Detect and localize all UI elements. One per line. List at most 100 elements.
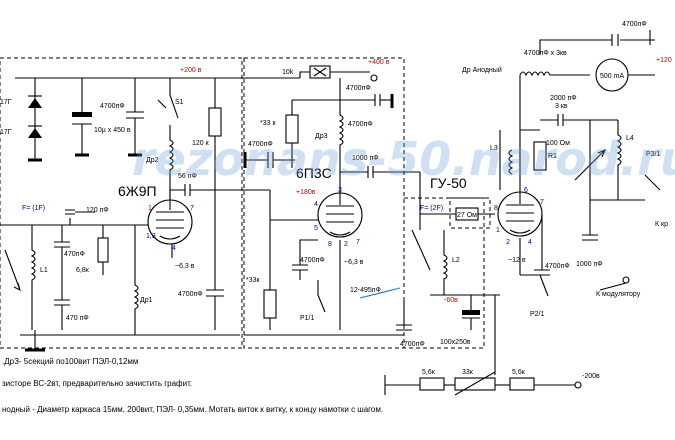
pin-t2-4: 4 xyxy=(314,201,318,208)
choke-stage2 xyxy=(338,100,344,195)
kmod-label: К модулятору xyxy=(596,291,641,298)
choke-dr1 xyxy=(133,225,139,335)
diode2-label: 17Г xyxy=(0,129,12,136)
coil-l1 xyxy=(30,225,36,330)
l4-label: L4 xyxy=(626,135,634,142)
c56-label: 56 пФ xyxy=(178,173,197,180)
pin-t3-4: 4 xyxy=(528,239,532,246)
r27-label: 27 Ом xyxy=(457,212,477,219)
cap-470-a xyxy=(54,225,70,270)
relay-p31 xyxy=(644,174,661,191)
vm60-label: -60в xyxy=(444,297,458,304)
pin-t1-13: 1,3 xyxy=(146,233,156,240)
cap-4700-c xyxy=(339,78,381,106)
pin-t2-3: 3 xyxy=(338,187,342,194)
mod-lead xyxy=(599,282,627,291)
resistor-6k8 xyxy=(97,237,109,263)
resistor-120k xyxy=(208,78,222,175)
s1-label: S1 xyxy=(175,99,184,106)
resistor-10k-x xyxy=(313,67,327,77)
cap-470-b xyxy=(54,270,70,330)
coil-l2 xyxy=(442,230,448,295)
note-2: зисторе ВС-2вт, предварительно зачистить… xyxy=(2,379,192,388)
resistor-56b xyxy=(509,377,535,391)
pin-t2-7: 7 xyxy=(356,239,360,246)
pin-t1-7: 7 xyxy=(190,205,194,212)
resistor-56a xyxy=(419,377,445,391)
cap-4700-d xyxy=(245,152,295,168)
terminal-200 xyxy=(574,381,582,389)
cap-2000 xyxy=(540,114,590,126)
pin-t2-2: 2 xyxy=(344,241,348,248)
heater1-label: ~6,3 в xyxy=(175,263,195,270)
pin-t1-4: 4 xyxy=(172,245,176,252)
c1000a-label: 1000 пФ xyxy=(352,155,379,162)
watermark: rezonans-50.narod.ru xyxy=(132,132,675,186)
pin-t3-1: 1 xyxy=(496,227,500,234)
c4700b-label: 4700пФ xyxy=(178,291,203,298)
cap-4700-b xyxy=(206,175,224,330)
r33b-label: *33к xyxy=(246,277,261,284)
c-el-label: 10μ х 450 в xyxy=(94,127,131,134)
cap-4700-e xyxy=(292,239,318,280)
c4700i-label: 4700пФ xyxy=(545,263,570,270)
c1000b-label: 1000 пФ xyxy=(576,261,603,268)
c470b-label: 470 пФ xyxy=(66,315,89,322)
f1-label: F= (1F) xyxy=(22,205,45,212)
resistor-33b xyxy=(263,289,277,319)
v200-label: +200 в xyxy=(180,67,202,74)
c120-label: 120 пФ xyxy=(86,207,109,214)
pin-t2-8: 8 xyxy=(328,241,332,248)
cap-120 xyxy=(65,209,95,225)
pot-33-arrow xyxy=(454,371,496,396)
coil-l4 xyxy=(616,120,622,200)
p21-label: Р2/1 xyxy=(530,311,545,318)
pin-t3-8: 8 xyxy=(494,205,498,212)
resistor-10k xyxy=(309,65,331,79)
var-cap-1 xyxy=(4,249,21,292)
v1200-label: +120 xyxy=(656,57,672,64)
resistor-r1 xyxy=(533,141,547,171)
c2000-label: 2000 пФ xyxy=(550,95,577,102)
switch-s1 xyxy=(169,78,179,119)
frame-tank xyxy=(403,197,485,349)
dr3-label: Др3 xyxy=(315,133,328,140)
dr1-label: Др1 xyxy=(140,297,153,304)
cap-electrolytic xyxy=(72,78,92,157)
var-cap-2 xyxy=(411,172,431,271)
frame-stage1 xyxy=(0,57,243,349)
r1-label: R1 xyxy=(548,153,557,160)
cap-4700-f xyxy=(396,300,412,331)
s1-stub xyxy=(157,99,167,109)
c4700e-label: 4700пФ xyxy=(300,257,325,264)
c4700g-label: 4700пФ xyxy=(622,21,647,28)
p31-label: Р3/1 xyxy=(646,151,661,158)
pin-t3-2: 2 xyxy=(506,239,510,246)
c100-label: 100х250в xyxy=(440,339,471,346)
r68-label: 6,8к xyxy=(76,267,90,274)
tube-2 xyxy=(317,192,363,238)
diode1-label: 17Г xyxy=(0,99,12,106)
c4700h-label: 4700пФ х 3кв xyxy=(524,50,567,57)
heater2-label: ~6,3 в xyxy=(344,259,364,266)
pin-t3-7: 7 xyxy=(540,199,544,206)
pin-t1-8: 1 xyxy=(148,205,152,212)
note-1: .ДрЗ- 5секций по100вит ПЭЛ-0,12мм xyxy=(2,357,138,366)
r33c-label: 33к xyxy=(462,369,474,376)
diodes xyxy=(28,78,42,162)
l3-label: L3 xyxy=(490,145,498,152)
r56a-label: 5,6к xyxy=(422,369,436,376)
cap-4700-a xyxy=(126,78,144,157)
relay-p11 xyxy=(317,280,326,313)
f2-label: F= (2F) xyxy=(420,205,443,212)
pin-t3-6: 6 xyxy=(524,187,528,194)
v180-label: +180в xyxy=(296,189,316,196)
c12495-label: 12-495пФ xyxy=(350,287,381,294)
cap-100 xyxy=(462,295,480,330)
r56b-label: 5,6к xyxy=(512,369,526,376)
c12495-pointer xyxy=(359,287,401,299)
relay-p21 xyxy=(519,238,549,297)
note-3: нодный - Диаметр каркаса 15мм, 200вит, П… xyxy=(2,405,383,414)
c4700c-label: 4700пФ xyxy=(346,85,371,92)
